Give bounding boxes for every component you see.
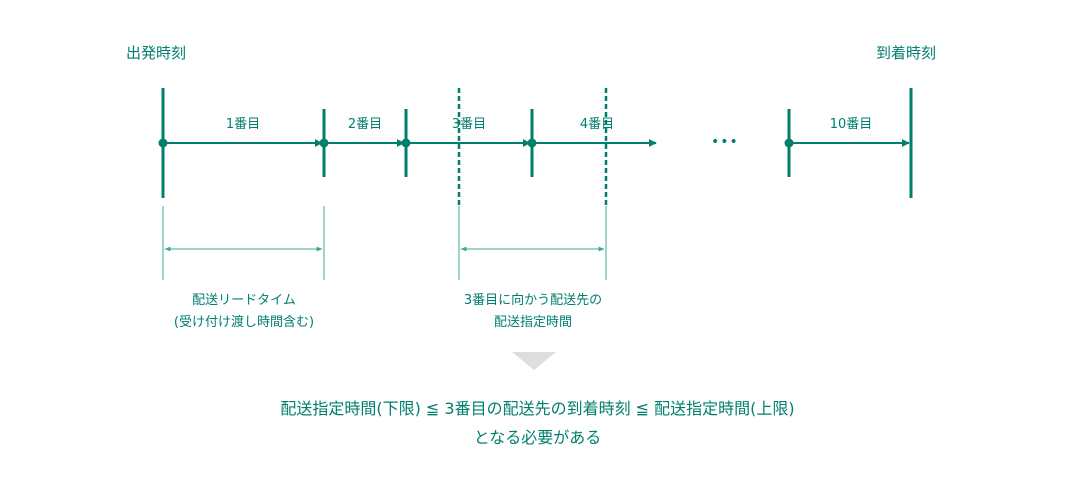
stop-dot-1 <box>319 138 329 148</box>
stop-dot-0 <box>158 138 168 148</box>
down-arrow-icon <box>512 352 556 370</box>
formula-line-2: となる必要がある <box>473 428 602 447</box>
stop-dot-2 <box>401 138 411 148</box>
stop-dot-3 <box>527 138 537 148</box>
segment-label-2: 2番目 <box>347 117 383 132</box>
window-note-line2: 配送指定時間 <box>493 315 572 330</box>
window-note: 3番目に向かう配送先の 配送指定時間 <box>464 290 602 334</box>
segment-label-1: 1番目 <box>225 117 261 132</box>
formula-line-1: 配送指定時間(下限) ≦ 3番目の配送先の到着時刻 ≦ 配送指定時間(上限) <box>280 399 795 418</box>
segment-label-4: 4番目 <box>579 117 615 132</box>
lead-time-note: 配送リードタイム (受け付け渡し時間含む) <box>174 290 314 334</box>
departure-label: 出発時刻 <box>126 44 187 62</box>
window-note-line1: 3番目に向かう配送先の <box>463 293 603 308</box>
segment-label-10: 10番目 <box>829 117 873 132</box>
ellipsis-dots: ••• <box>711 134 739 150</box>
lead-time-note-line1: 配送リードタイム <box>192 293 296 308</box>
stop-dot-9 <box>784 138 794 148</box>
arrival-label: 到着時刻 <box>876 44 937 62</box>
lead-time-note-line2: (受け付け渡し時間含む) <box>173 315 315 330</box>
segment-label-3: 3番目 <box>451 117 487 132</box>
